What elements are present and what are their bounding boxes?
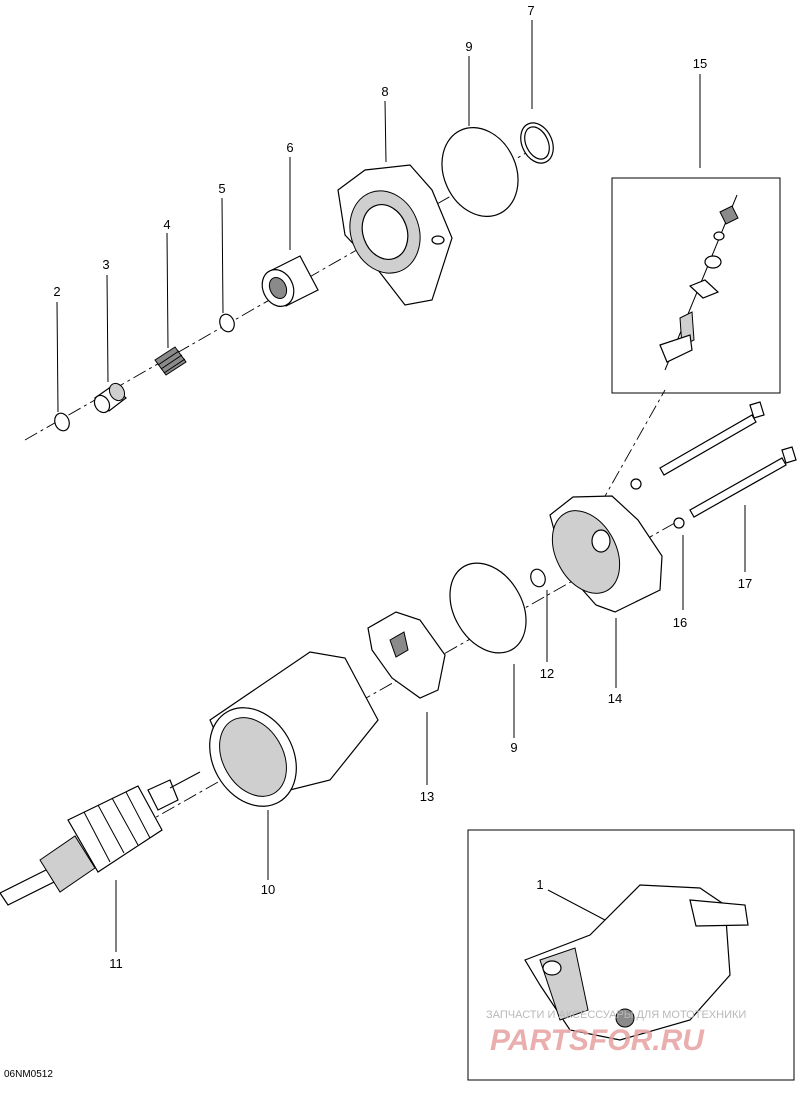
- part-through-bolts-17: [659, 401, 797, 518]
- leader-lines: [56, 20, 746, 952]
- part-sleeve-3: [93, 382, 127, 414]
- part-pinion-gear-6: [261, 255, 319, 307]
- inset-box-1: [467, 829, 795, 1081]
- part-spring-4: [154, 346, 187, 376]
- callout-4: 4: [163, 217, 170, 232]
- callout-labels: 2 3 4 5 6 7 8 9 9 10 11 12 13 14 15 16 1…: [53, 3, 752, 971]
- watermark: ЗАПЧАСТИ И АКСЕССУАРЫ ДЛЯ МОТОТЕХНИКИ PA…: [486, 1009, 746, 1057]
- callout-3: 3: [102, 257, 109, 272]
- part-ring-7: [520, 122, 554, 164]
- callout-16: 16: [673, 615, 687, 630]
- callout-8: 8: [381, 84, 388, 99]
- part-end-cap-14: [549, 495, 663, 613]
- part-washer-12: [530, 568, 546, 588]
- callout-9-lower: 9: [510, 740, 517, 755]
- callout-5: 5: [218, 181, 225, 196]
- callout-6: 6: [286, 140, 293, 155]
- callout-2: 2: [53, 284, 60, 299]
- callout-12: 12: [540, 666, 554, 681]
- callout-11: 11: [109, 956, 123, 971]
- callout-10: 10: [261, 882, 275, 897]
- part-brush-plate-13: [367, 611, 446, 699]
- inset-box-15: [611, 177, 781, 394]
- callout-13: 13: [420, 789, 434, 804]
- part-armature-11: [0, 771, 201, 906]
- watermark-logo: PARTSFOR.RU: [490, 1024, 705, 1057]
- callout-17: 17: [738, 576, 752, 591]
- callout-7: 7: [527, 3, 534, 18]
- part-o-ring-9-upper: [441, 127, 519, 217]
- callout-1: 1: [536, 877, 543, 892]
- watermark-tagline: ЗАПЧАСТИ И АКСЕССУАРЫ ДЛЯ МОТОТЕХНИКИ: [486, 1009, 746, 1021]
- part-terminal-hardware-15: [659, 194, 739, 371]
- part-retaining-ring-2: [54, 412, 70, 432]
- part-starter-assembly-1: [524, 884, 749, 1041]
- part-washer-5: [219, 313, 235, 333]
- callout-15: 15: [693, 56, 707, 71]
- part-drive-housing-8: [337, 164, 453, 306]
- callout-14: 14: [608, 691, 622, 706]
- part-o-ring-9-lower: [449, 562, 527, 654]
- callout-9-upper: 9: [465, 39, 472, 54]
- part-washer-16: [630, 478, 685, 529]
- drawing-code: 06NM0512: [4, 1069, 53, 1080]
- part-field-frame-10: [209, 651, 379, 807]
